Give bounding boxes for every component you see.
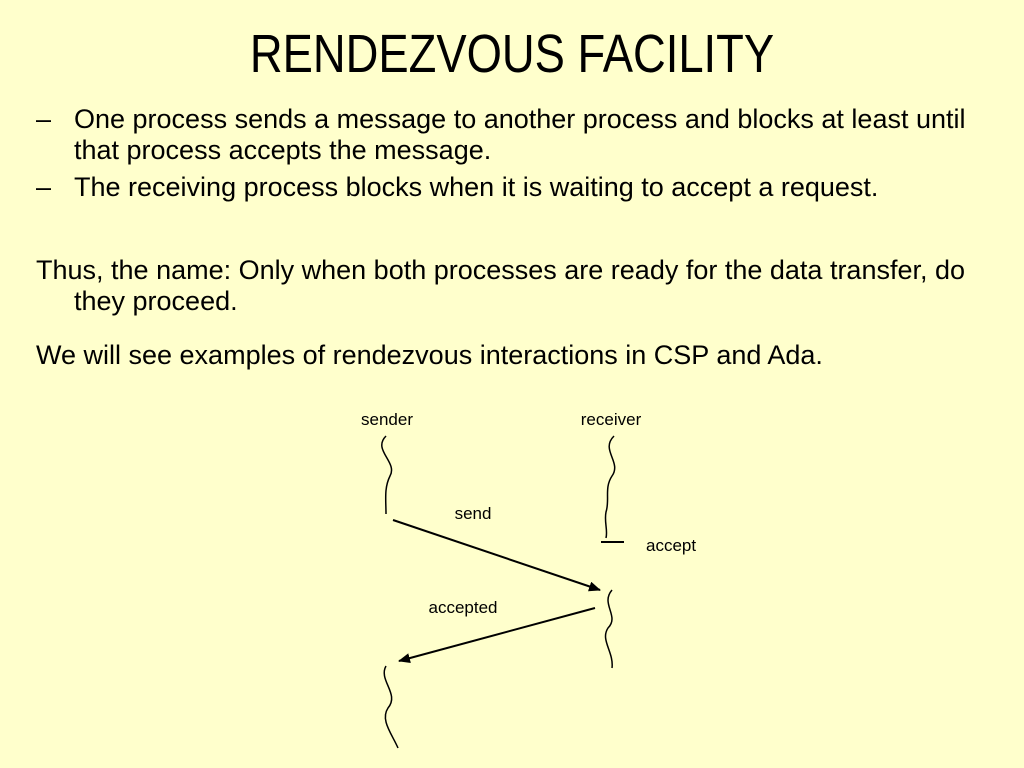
paragraph-examples: We will see examples of rendezvous inter…: [36, 340, 823, 370]
send-label: send: [455, 504, 492, 523]
bullet-2-text: The receiving process blocks when it is …: [74, 172, 879, 202]
accept-label: accept: [646, 536, 696, 555]
paragraph-thus: Thus, the name: Only when both processes…: [36, 255, 966, 316]
receiver-label: receiver: [581, 410, 642, 429]
slide-title: RENDEZVOUS FACILITY: [249, 24, 775, 84]
bullet-1-text: One process sends a message to another p…: [74, 104, 966, 165]
receiver-timeline-upper: [604, 435, 616, 539]
accepted-arrow: [398, 607, 596, 663]
sender-timeline-upper: [381, 435, 393, 515]
bullet-2: – The receiving process blocks when it i…: [36, 172, 986, 203]
bullet-dash: –: [36, 172, 52, 202]
bullet-1: – One process sends a message to another…: [36, 104, 986, 166]
accepted-label: accepted: [429, 598, 498, 617]
sender-label: sender: [361, 410, 413, 429]
send-arrow: [392, 519, 601, 592]
bullet-dash: –: [36, 104, 52, 134]
receiver-timeline-lower: [604, 589, 613, 669]
sender-timeline-lower: [383, 665, 399, 749]
